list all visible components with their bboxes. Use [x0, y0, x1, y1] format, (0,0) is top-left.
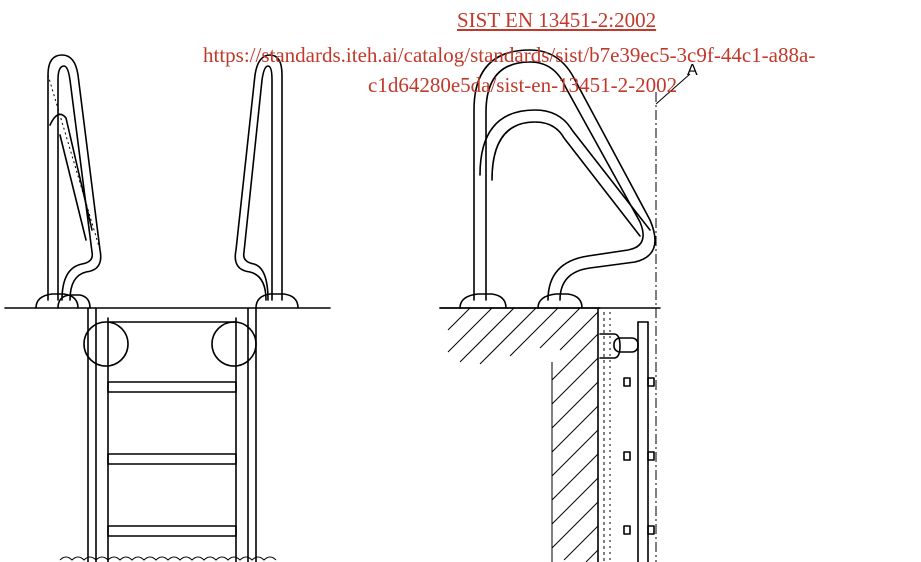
catalog-url-line1[interactable]: https://standards.iteh.ai/catalog/standa… [203, 43, 816, 67]
callout-leader [655, 73, 691, 105]
standard-id-link[interactable]: SIST EN 13451-2:2002 [457, 8, 657, 32]
ladder-side [599, 321, 655, 562]
side-handrail [459, 49, 656, 309]
right-handrail [234, 54, 299, 309]
front-view [4, 54, 331, 562]
wall-hatching [439, 307, 611, 562]
catalog-url-line2[interactable]: c1d64280e5da/sist-en-13451-2-2002 [368, 73, 678, 97]
side-view [439, 49, 691, 562]
ladder-front [59, 307, 277, 562]
callout-label-a: A [687, 62, 698, 79]
left-handrail [35, 54, 102, 309]
